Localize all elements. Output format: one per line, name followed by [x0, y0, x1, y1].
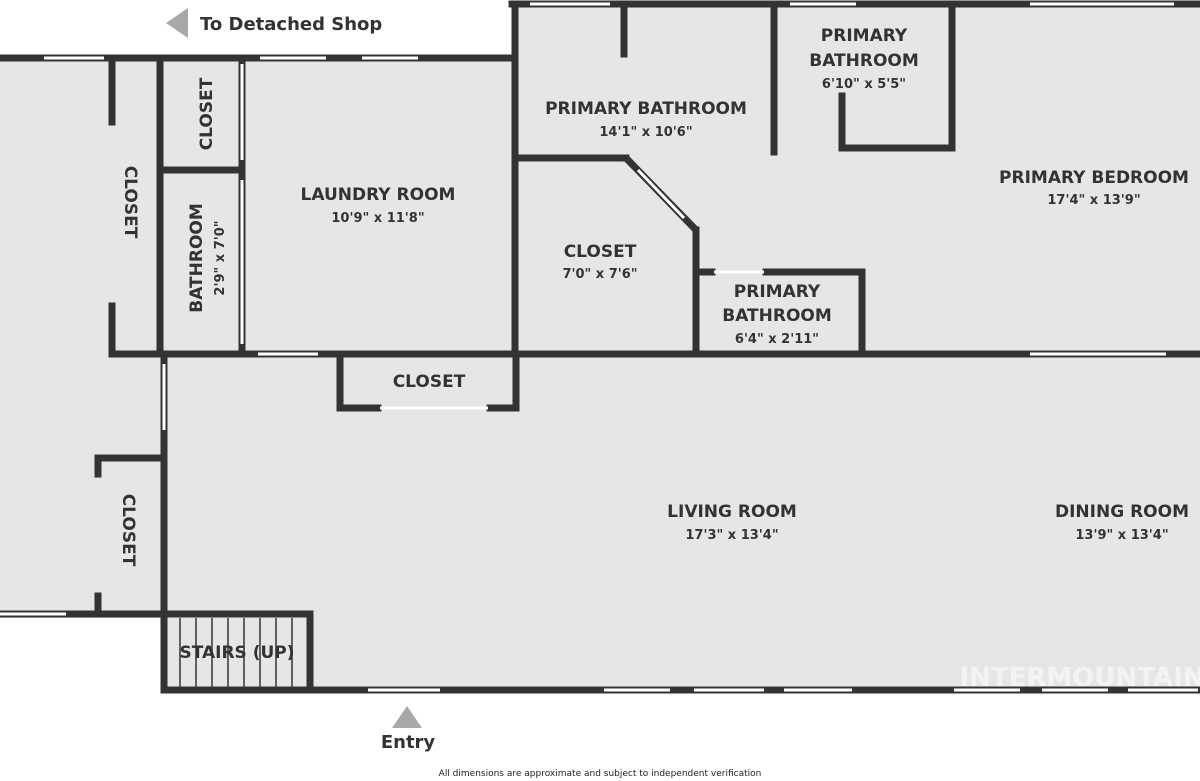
laundry-room-name: LAUNDRY ROOM: [301, 185, 456, 205]
walk-closet-dim: 7'0" x 7'6": [562, 267, 637, 282]
primary-bathroom-small-name-1: PRIMARY: [734, 282, 821, 302]
entry-arrow-icon: [392, 706, 422, 728]
walk-closet-name: CLOSET: [564, 242, 637, 262]
footer-disclaimer: All dimensions are approximate and subje…: [439, 769, 762, 779]
entry-label: Entry: [381, 732, 436, 753]
bathroom-side-dim: 2'9" x 7'0": [213, 220, 228, 295]
primary-bathroom-main-name: PRIMARY BATHROOM: [545, 99, 747, 119]
to-detached-shop-label: To Detached Shop: [200, 14, 382, 35]
shop-arrow-icon: [166, 8, 188, 38]
stairs: [179, 618, 293, 690]
living-room-name: LIVING ROOM: [667, 502, 797, 522]
closet-left-lower-label: CLOSET: [118, 494, 138, 567]
primary-bathroom-small-name-2: BATHROOM: [722, 306, 832, 326]
primary-bathroom-top-dim: 6'10" x 5'5": [822, 77, 906, 92]
dining-room-dim: 13'9" x 13'4": [1075, 528, 1168, 543]
closet-top-small-label: CLOSET: [197, 77, 217, 150]
living-room-dim: 17'3" x 13'4": [685, 528, 778, 543]
primary-bathroom-small-dim: 6'4" x 2'11": [735, 332, 819, 347]
dining-room-name: DINING ROOM: [1055, 502, 1189, 522]
closet-left-upper-label: CLOSET: [120, 166, 140, 239]
primary-bathroom-top-name-2: BATHROOM: [809, 51, 919, 71]
primary-bedroom-name: PRIMARY BEDROOM: [999, 168, 1189, 188]
watermark: INTERMOUNTAIN: [959, 663, 1200, 693]
laundry-room-dim: 10'9" x 11'8": [331, 211, 424, 226]
primary-bathroom-main-dim: 14'1" x 10'6": [599, 125, 692, 140]
stairs-label: STAIRS (UP): [179, 643, 294, 663]
closet-hall-label: CLOSET: [393, 372, 466, 392]
bathroom-side-name: BATHROOM: [187, 203, 207, 313]
angled-wall: [623, 155, 699, 233]
primary-bathroom-top-name-1: PRIMARY: [821, 26, 908, 46]
windows: [0, 2, 1198, 692]
walls: [0, 0, 1200, 694]
primary-bedroom-dim: 17'4" x 13'9": [1047, 193, 1140, 208]
